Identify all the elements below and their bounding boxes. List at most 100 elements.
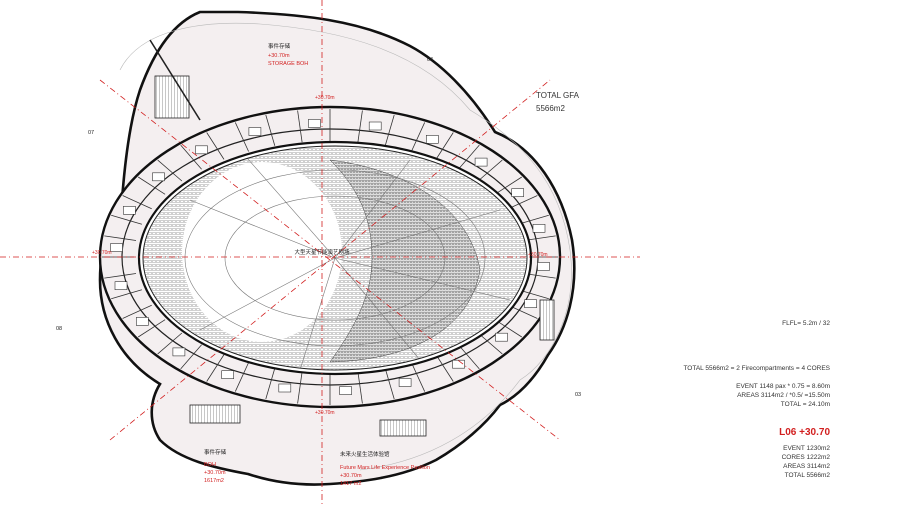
svg-text:1617m2: 1617m2 — [204, 478, 224, 484]
ring-room — [474, 157, 488, 167]
ring-room — [172, 347, 186, 357]
room-partition — [137, 319, 166, 338]
room-partition — [180, 144, 202, 170]
area-line: CORES 1222m2 — [781, 454, 830, 461]
svg-text:+30.70m: +30.70m — [204, 470, 226, 476]
section-mark-08: 08 — [56, 326, 62, 332]
svg-text:未来火星生活体验馆: 未来火星生活体验馆 — [340, 450, 390, 458]
ring-room — [339, 386, 352, 395]
ring-room — [114, 281, 128, 291]
ring-room — [398, 378, 412, 387]
area-line: TOTAL 5566m2 — [784, 472, 830, 479]
ring-room — [110, 243, 123, 252]
calc-line: EVENT 1148 pax * 0.75 = 8.60m — [736, 383, 830, 390]
room-partition — [297, 371, 303, 404]
room-partition — [458, 344, 480, 370]
room-partition — [206, 132, 225, 160]
room-partition — [458, 144, 480, 170]
calc-line: TOTAL 5566m2 = 2 Firecompartments = 4 CO… — [683, 365, 830, 372]
room-partition — [265, 114, 276, 146]
elevation-mark-west: +30.70m — [92, 250, 112, 256]
ring-room — [532, 224, 546, 233]
svg-text:STORAGE BOH: STORAGE BOH — [268, 61, 308, 67]
level-title: L06 +30.70 — [779, 427, 830, 438]
ring-room — [308, 119, 321, 128]
area-summary: EVENT 1230m2 CORES 1222m2 AREAS 3114m2 T… — [782, 444, 830, 480]
svg-text:1417 m2: 1417 m2 — [340, 481, 361, 487]
seating-area — [143, 146, 527, 370]
total-gfa-label: TOTAL GFA — [536, 91, 579, 100]
ring-room — [537, 262, 550, 271]
room-partition — [104, 273, 137, 279]
room-partition — [234, 362, 249, 392]
storage-label: 事件存储 +30.70m STORAGE BOH — [268, 42, 308, 67]
room-partition — [435, 354, 454, 382]
room-partition — [411, 122, 426, 152]
flfl-note: FLFL= 5.2m / 32 — [782, 320, 830, 327]
site-outline — [119, 22, 572, 471]
svg-text:事件存储: 事件存储 — [268, 42, 291, 50]
center-label: 大型天星节能演艺剧场 — [294, 248, 350, 256]
calc-line: AREAS 3114m2 / *0.5/ =15.50m — [737, 392, 830, 399]
room-partition — [234, 122, 249, 152]
room-partition — [180, 344, 202, 370]
room-partition — [157, 332, 183, 355]
svg-text:+30.70m: +30.70m — [340, 473, 362, 479]
ring-room — [511, 188, 525, 197]
room-partition — [265, 368, 276, 400]
ring-room — [368, 121, 382, 131]
room-partition — [137, 176, 166, 195]
room-partition — [297, 110, 303, 143]
ring-room — [278, 383, 292, 393]
elevation-mark-south: +30.70m — [315, 410, 335, 416]
svg-text:BOH: BOH — [204, 462, 216, 468]
svg-text:Future Mars Life Experience Pa: Future Mars Life Experience Pavilion — [340, 465, 430, 471]
svg-text:事件存储: 事件存储 — [204, 448, 227, 456]
ring-room — [195, 145, 208, 155]
room-partition — [508, 195, 538, 210]
room-partition — [357, 110, 363, 143]
room-partition — [384, 368, 395, 400]
room-partition — [122, 304, 152, 319]
svg-text:+30.70m: +30.70m — [268, 53, 290, 59]
axis-lines — [0, 0, 640, 506]
area-line: EVENT 1230m2 — [783, 445, 830, 452]
room-partition — [517, 214, 549, 225]
ring-room — [136, 317, 149, 326]
room-partition — [494, 176, 523, 195]
room-partition — [122, 195, 152, 210]
total-gfa-value: 5566m2 — [536, 104, 565, 113]
ring-room — [495, 332, 508, 342]
pavilion-label: 未来火星生活体验馆 Future Mars Life Experience Pa… — [340, 450, 430, 487]
stair-core-sw — [189, 404, 241, 424]
section-mark-07: 07 — [88, 130, 94, 136]
room-partition — [477, 159, 503, 182]
area-line: AREAS 3114m2 — [783, 463, 830, 470]
room-partition — [477, 332, 503, 355]
section-mark-03: 03 — [575, 392, 581, 398]
room-partition — [111, 289, 143, 300]
room-partition — [111, 214, 143, 225]
calc-line: TOTAL = 24.10m — [780, 401, 830, 408]
boh-label: 事件存储 BOH +30.70m 1617m2 — [204, 448, 227, 484]
room-partition — [206, 354, 225, 382]
room-partition — [384, 114, 395, 146]
stair-core-e — [539, 299, 555, 341]
ring-room — [425, 135, 439, 144]
calc-notes: TOTAL 5566m2 = 2 Firecompartments = 4 CO… — [683, 364, 830, 409]
ring-room — [248, 127, 262, 136]
room-partition — [357, 371, 363, 404]
total-gfa: TOTAL GFA 5566m2 — [536, 89, 579, 115]
elevation-mark-east: +30.70m — [528, 252, 548, 258]
ring-room — [123, 206, 136, 215]
section-mark-04: 04 — [427, 57, 433, 63]
room-partition — [435, 132, 454, 160]
elevation-mark-north: +30.70m — [315, 95, 335, 101]
stair-core-north — [154, 75, 190, 119]
room-partition — [157, 159, 183, 182]
ring-room — [524, 299, 537, 309]
room-partition — [104, 235, 137, 241]
ring-room — [221, 370, 234, 380]
ring-room — [152, 172, 165, 182]
